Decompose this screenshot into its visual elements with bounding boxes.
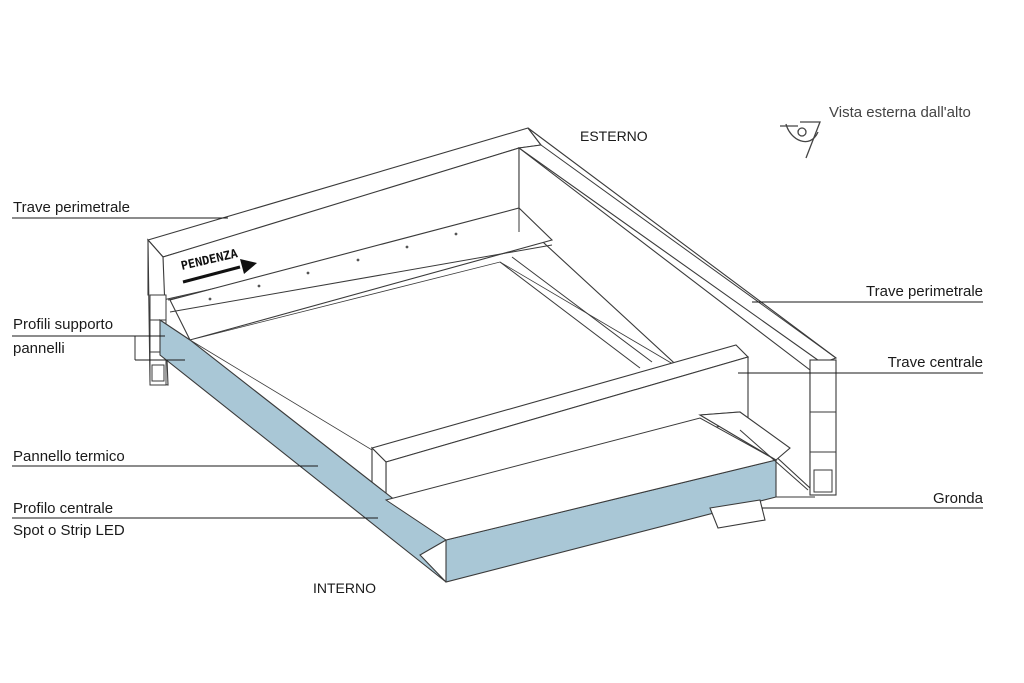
label-pannello-termico: Pannello termico — [13, 448, 125, 465]
label-esterno: ESTERNO — [580, 128, 648, 144]
label-view: Vista esterna dall'alto — [829, 104, 971, 121]
thermal-panel — [159, 318, 791, 583]
right-beam-section — [709, 359, 837, 529]
label-profili-supporto-2: pannelli — [13, 340, 65, 357]
label-gronda: Gronda — [933, 490, 984, 507]
label-profilo-centrale-2: Spot o Strip LED — [13, 522, 125, 539]
label-interno: INTERNO — [313, 580, 376, 596]
leader-lines — [12, 217, 983, 519]
eye-icon — [780, 121, 821, 159]
label-trave-perimetrale-right: Trave perimetrale — [866, 283, 983, 300]
arrow-right-icon — [182, 259, 257, 284]
label-profili-supporto-1: Profili supporto — [13, 316, 113, 333]
label-trave-perimetrale-left: Trave perimetrale — [13, 199, 130, 216]
panel-support-profile — [169, 207, 554, 341]
label-trave-centrale: Trave centrale — [888, 354, 983, 371]
label-profilo-centrale-1: Profilo centrale — [13, 500, 113, 517]
